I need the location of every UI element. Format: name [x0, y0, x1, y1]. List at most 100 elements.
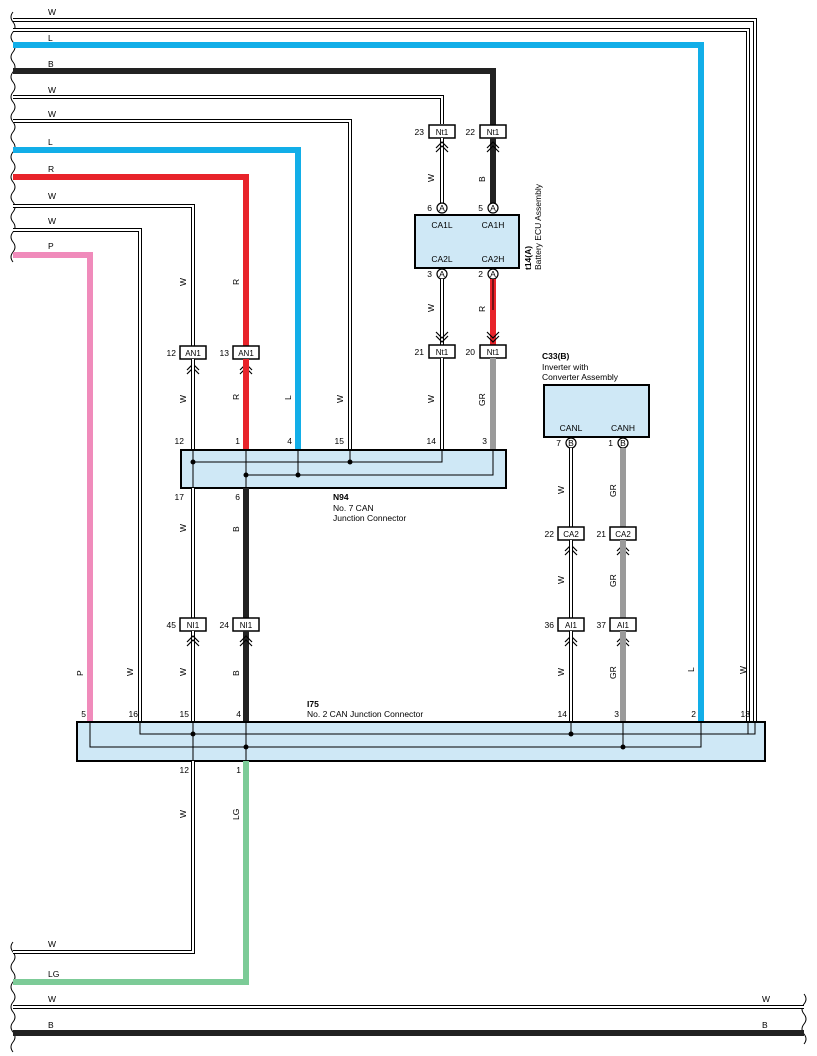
- wire-label-l-to-n94: L: [283, 395, 293, 400]
- ecu-terminal-3-letter: A: [439, 269, 445, 279]
- bottom-right-label-b: B: [762, 1020, 768, 1030]
- wire-label-i75-lg-below: LG: [231, 809, 241, 820]
- ai1-label-37: AI1: [617, 621, 630, 630]
- ecu-pin-5: 5: [478, 203, 483, 213]
- wire-label-inv-w1: W: [556, 486, 566, 494]
- inverter-code: C33(B): [542, 351, 570, 361]
- i75-pin-2: 2: [691, 709, 696, 719]
- bottom-label-b: B: [48, 1020, 54, 1030]
- left-label-l2: L: [48, 137, 53, 147]
- wire-w-to-i75-16: [13, 228, 142, 722]
- n94-pin-4: 4: [287, 436, 292, 446]
- bottom-right-label-w: W: [762, 994, 770, 1004]
- wire-label-inv-gr3: GR: [608, 666, 618, 679]
- wire-w-top-2: [13, 28, 750, 722]
- i75-junction-connector: I75 No. 2 CAN Junction Connector 5 16 15…: [76, 699, 766, 775]
- connector-chevrons-ni1: [186, 635, 253, 647]
- connector-chevrons-nt1-mid: [435, 331, 500, 343]
- bottom-label-lg: LG: [48, 969, 59, 979]
- i75-pin-5: 5: [81, 709, 86, 719]
- n94-pin-12: 12: [175, 436, 185, 446]
- ecu-terminal-6: [436, 202, 448, 214]
- n94-pin-1: 1: [235, 436, 240, 446]
- an1-pair: AN1 12 AN1 13: [167, 345, 260, 360]
- nt1-label-22: Nt1: [487, 128, 500, 137]
- ca2-label-22: CA2: [563, 530, 579, 539]
- inverter-pin-1: 1: [608, 438, 613, 448]
- bottom-label-w2: W: [48, 994, 56, 1004]
- an1-pin-13: 13: [220, 348, 230, 358]
- i75-pin-14: 14: [558, 709, 568, 719]
- wire-w-to-an1: [13, 204, 195, 346]
- i75-name: No. 2 CAN Junction Connector: [307, 709, 423, 719]
- battery-ecu-box: [414, 214, 520, 269]
- inverter-pin-7: 7: [556, 438, 561, 448]
- i75-pin-4: 4: [236, 709, 241, 719]
- wire-label-right-l: L: [686, 667, 696, 672]
- wire-label-inv-gr2: GR: [608, 574, 618, 587]
- inverter-terminal-7-letter: B: [568, 438, 574, 448]
- wire-l-top: [13, 42, 704, 722]
- ecu-name: Battery ECU Assembly: [533, 183, 543, 270]
- n94-code: N94: [333, 492, 349, 502]
- left-break-marks: [10, 11, 16, 1053]
- wire-label-inv-gr1: GR: [608, 484, 618, 497]
- wire-label-an1-w-above: W: [178, 278, 188, 286]
- right-break-marks: [801, 993, 807, 1045]
- bottom-wire-labels: W LG W B W B: [48, 939, 770, 1030]
- wire-label-ecu-b-above: B: [477, 176, 487, 182]
- n94-pin-6: 6: [235, 492, 240, 502]
- ni1-pin-24: 24: [220, 620, 230, 630]
- ni1-pair: NI1 45 NI1 24: [167, 617, 260, 632]
- inverter-name-1: Inverter with: [542, 362, 589, 372]
- n94-junction-connector: 12 1 4 15 14 3 17 6 N94 No. 7 CAN Juncti…: [175, 436, 507, 523]
- n94-pin-15: 15: [335, 436, 345, 446]
- i75-pin-12: 12: [180, 765, 190, 775]
- battery-ecu-assembly: A A 6 5 CA1L CA1H CA2L CA2H A A 3 2 t14(…: [414, 183, 543, 280]
- left-label-w2: W: [48, 85, 56, 95]
- nt1-label-20: Nt1: [487, 348, 500, 357]
- left-label-b1: B: [48, 59, 54, 69]
- ecu-pin-2: 2: [478, 269, 483, 279]
- ecu-terminal-5: [487, 202, 499, 214]
- wire-label-n94-w-below: W: [178, 524, 188, 532]
- ai1-pair: AI1 36 AI1 37: [545, 617, 637, 632]
- wire-label-n94-b-below: B: [231, 526, 241, 532]
- wire-label-ecu-r-below: R: [477, 306, 487, 312]
- ecu-code: t14(A): [523, 246, 533, 270]
- left-label-w4: W: [48, 191, 56, 201]
- wire-label-nt1-w-below: W: [426, 395, 436, 403]
- ca2-pin-21: 21: [597, 529, 607, 539]
- nt1-pin-21: 21: [415, 347, 425, 357]
- ca2-label-21: CA2: [615, 530, 631, 539]
- ecu-terminal-5-letter: A: [490, 203, 496, 213]
- left-label-p1: P: [48, 241, 54, 251]
- left-label-r1: R: [48, 164, 54, 174]
- i75-pin-3: 3: [614, 709, 619, 719]
- left-wire-labels: W L B W W L R W W P: [48, 7, 56, 251]
- wire-label-w-to-n94: W: [335, 395, 345, 403]
- wire-l-to-n94-4: [13, 147, 301, 450]
- ecu-terminal-6-letter: A: [439, 203, 445, 213]
- ni1-label-24: NI1: [240, 621, 253, 630]
- inverter-box: [543, 384, 650, 438]
- wire-label-ecu-w-below: W: [426, 304, 436, 312]
- left-label-w3: W: [48, 109, 56, 119]
- n94-pin-3: 3: [482, 436, 487, 446]
- nt1-label-21: Nt1: [436, 348, 449, 357]
- wire-label-inv-w3: W: [556, 668, 566, 676]
- wire-w-i75-bottom: [13, 761, 195, 954]
- nt1-top-pair: Nt1 23 Nt1 22: [415, 124, 507, 139]
- wire-label-i75-w-below: W: [178, 810, 188, 818]
- ecu-pin-3: 3: [427, 269, 432, 279]
- wire-label-ni1-b: B: [231, 670, 241, 676]
- connector-chevrons-ai1: [564, 635, 630, 647]
- left-label-w1: W: [48, 7, 56, 17]
- n94-name-2: Junction Connector: [333, 513, 406, 523]
- inverter-assembly: C33(B) Inverter with Converter Assembly …: [542, 351, 650, 449]
- wire-label-ni1-w16: W: [125, 668, 135, 676]
- ecu-ca2h: CA2H: [482, 254, 505, 264]
- ecu-ca2l: CA2L: [431, 254, 453, 264]
- wire-w-top-1: [13, 18, 757, 722]
